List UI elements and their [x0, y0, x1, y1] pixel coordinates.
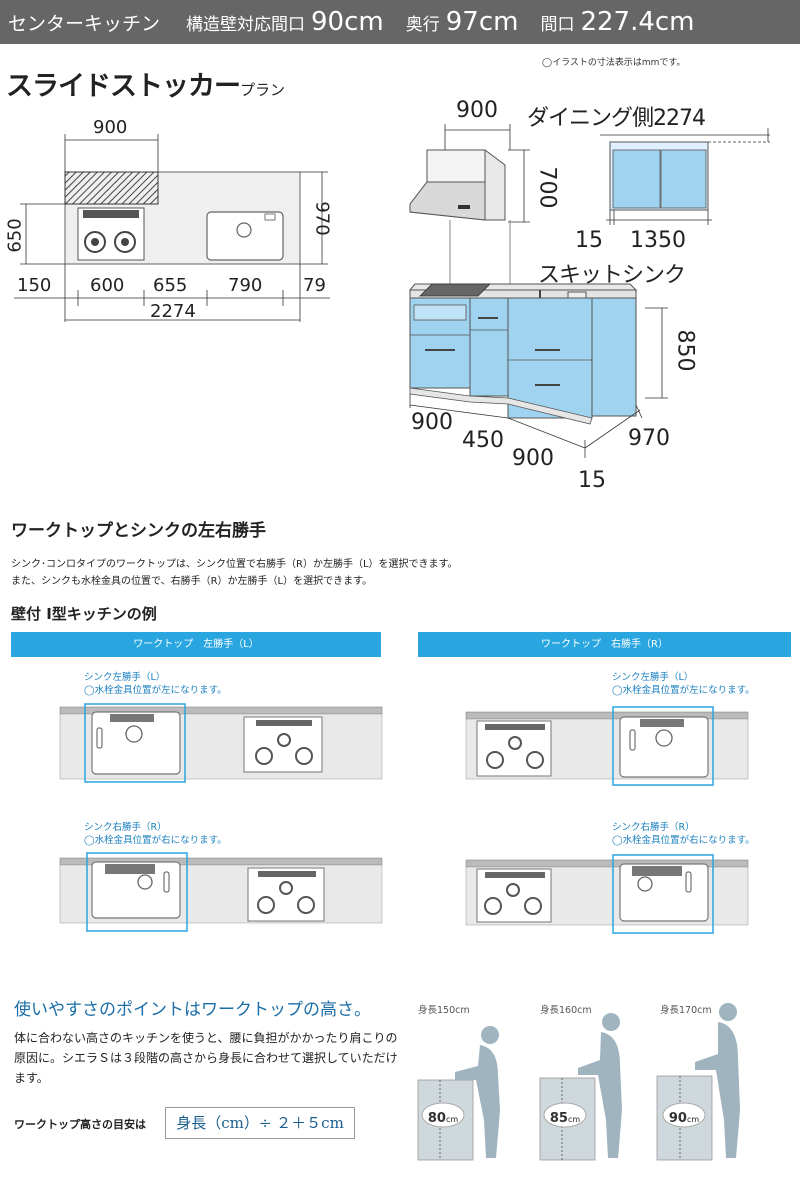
- left-handed-bar: ワークトップ 左勝手（L）: [11, 632, 381, 657]
- height-paragraph-line-2: 原因に。シエラＳは３段階の高さから身長に合わせて選択していただけ: [14, 1051, 398, 1065]
- height-fig-label-160: 身長160cm: [540, 1005, 592, 1016]
- plan-drawing: [14, 134, 330, 322]
- base-dim-15: 15: [578, 468, 606, 493]
- wall-kitchen-subtitle: 壁付 I型キッチンの例: [11, 605, 157, 623]
- header-bar: センターキッチン 構造壁対応間口 90cm 奥行 97cm 間口 227.4cm: [0, 0, 800, 44]
- height-title: 使いやすさのポイントはワークトップの高さ。: [14, 1000, 371, 1020]
- wall-cab-left-dim: 15: [575, 228, 603, 253]
- sink-label: スキットシンク: [538, 263, 686, 288]
- formula-label: ワークトップ高さの目安は: [14, 1118, 146, 1131]
- elevation-drawing: [408, 124, 770, 458]
- wall-label: 構造壁対応間口: [186, 14, 306, 35]
- width-label: 間口: [540, 14, 575, 35]
- base-dim-450: 450: [462, 428, 504, 453]
- height-fig-label-150: 身長150cm: [418, 1005, 470, 1016]
- plan-total: 2274: [150, 301, 196, 322]
- height-fig-label-170: 身長170cm: [660, 1005, 712, 1016]
- depth-label: 奥行: [405, 14, 440, 35]
- right-handed-bar: ワークトップ 右勝手（R）: [418, 632, 791, 657]
- plan-dim-790: 790: [228, 275, 263, 296]
- hood-width-dim: 900: [456, 98, 498, 123]
- wall-cab-width-dim: 1350: [630, 228, 686, 253]
- base-dim-900b: 900: [512, 446, 554, 471]
- depth-value: 97cm: [445, 7, 519, 37]
- dimension-note: ◯イラストの寸法表示はmmです。: [542, 58, 686, 68]
- worktop-desc-line-1: シンク･コンロタイプのワークトップは、シンク位置で右勝手（R）か左勝手（L）を選…: [11, 559, 458, 570]
- plan-top-dim: 900: [93, 117, 128, 138]
- base-depth-dim: 970: [628, 426, 670, 451]
- wall-value: 90cm: [311, 7, 384, 37]
- plan-dim-79: 79: [303, 275, 326, 296]
- height-badge-85: 85cm: [549, 1111, 581, 1126]
- caption-r-bottom-right: シンク右勝手（R） ◯水栓金具位置が右になります。: [612, 822, 755, 846]
- plan-dim-655: 655: [153, 275, 188, 296]
- dining-label: ダイニング側2274: [527, 106, 706, 131]
- plan-subtitle: プラン: [240, 81, 286, 99]
- kitchen-type: センターキッチン: [8, 12, 161, 35]
- plan-dim-600: 600: [90, 275, 125, 296]
- worktop-illustrations: [59, 703, 749, 934]
- plan-dim-150: 150: [17, 275, 52, 296]
- width-value: 227.4cm: [580, 7, 695, 37]
- formula-box: 身長（cm）÷ ２＋５cm: [165, 1107, 355, 1139]
- worktop-section-title: ワークトップとシンクの左右勝手: [11, 521, 266, 541]
- caption-l-top-left: シンク左勝手（L） ◯水栓金具位置が左になります。: [84, 672, 227, 696]
- plan-title: スライドストッカー: [6, 71, 241, 102]
- height-paragraph-line-1: 体に合わない高さのキッチンを使うと、腰に負担がかかったり肩こりの: [14, 1031, 398, 1045]
- height-badge-90: 90cm: [668, 1111, 700, 1126]
- worktop-desc-line-2: また、シンクも水栓金具の位置で、右勝手（R）か左勝手（L）を選択できます。: [11, 576, 373, 587]
- caption-r-bottom-left: シンク右勝手（R） ◯水栓金具位置が右になります。: [84, 822, 227, 846]
- base-dim-900a: 900: [411, 410, 453, 435]
- height-badge-80: 80cm: [427, 1111, 459, 1126]
- caption-l-top-right: シンク左勝手（L） ◯水栓金具位置が左になります。: [612, 672, 755, 696]
- height-paragraph-line-3: ます。: [14, 1071, 49, 1085]
- plan-title-group: スライドストッカープラン: [6, 64, 285, 103]
